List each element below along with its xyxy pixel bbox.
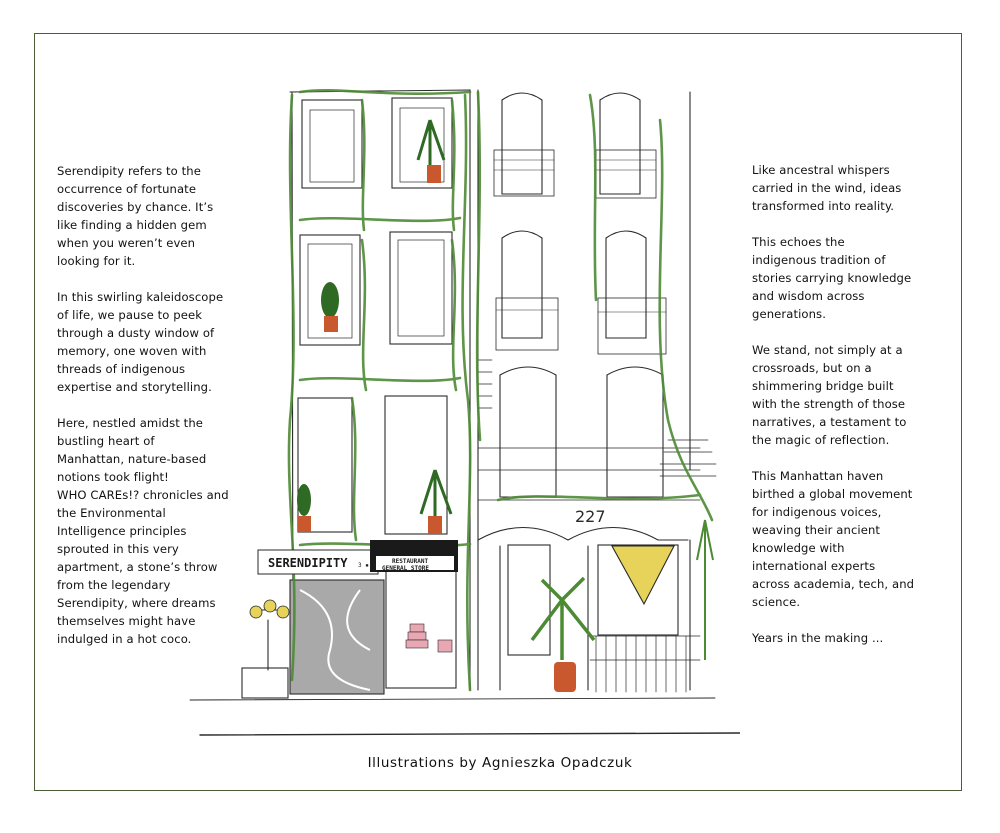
right-paragraph-4: This Manhattan haven birthed a global mo… <box>752 469 915 609</box>
left-paragraph-3: Here, nestled amidst the bustling heart … <box>57 416 229 646</box>
right-paragraph-5: Years in the making ... <box>752 631 884 645</box>
right-paragraph-2: This echoes the indigenous tradition of … <box>752 235 912 321</box>
house-number: 227 <box>575 507 606 526</box>
store-sign-line-2: GENERAL STORE <box>382 565 429 572</box>
store-sign-line-1: RESTAURANT <box>392 558 429 565</box>
page-frame <box>34 33 962 791</box>
right-text-column: Like ancestral whispers carried in the w… <box>752 161 952 665</box>
building-illustration: SERENDIPITY 3 ▪ 3 3 RESTAURANT GENERAL S… <box>189 88 740 736</box>
right-paragraph-1: Like ancestral whispers carried in the w… <box>752 163 902 213</box>
left-paragraph-2: In this swirling kaleidoscope of life, w… <box>57 290 224 394</box>
illustration-credit: Illustrations by Agnieszka Opadczuk <box>367 755 633 771</box>
serendipity-sign: SERENDIPITY <box>268 556 348 570</box>
left-paragraph-1: Serendipity refers to the occurrence of … <box>57 164 214 268</box>
left-text-column: Serendipity refers to the occurrence of … <box>57 162 247 666</box>
right-paragraph-3: We stand, not simply at a crossroads, bu… <box>752 343 907 447</box>
